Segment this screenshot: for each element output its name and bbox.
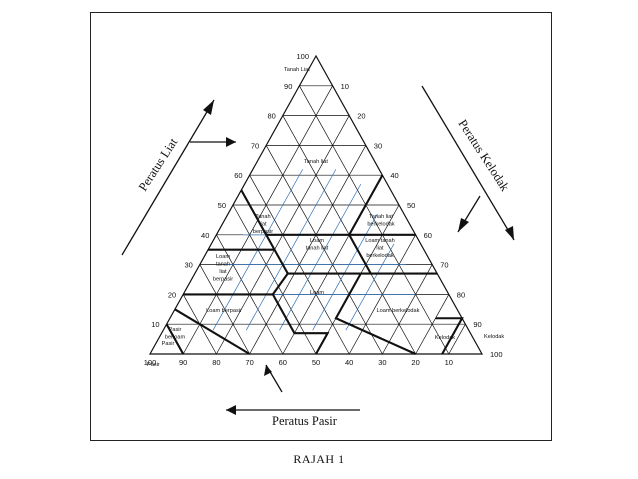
silt-tick-label: 100 bbox=[490, 350, 503, 359]
clay-tick-label: 70 bbox=[251, 141, 259, 150]
clay-pointer-arrowhead bbox=[226, 137, 236, 147]
class-label-sandy-clay-loam: berpasir bbox=[213, 277, 233, 283]
silt-tick-label: 30 bbox=[374, 141, 382, 150]
class-label-silt: Kelodak bbox=[435, 335, 455, 341]
silt-tick-label: 70 bbox=[440, 261, 448, 270]
corner-label-silt: Kelodak bbox=[484, 334, 504, 340]
clay-tick-label: 50 bbox=[218, 201, 226, 210]
clay-tick-label: 20 bbox=[168, 290, 176, 299]
silt-tick-label: 80 bbox=[457, 290, 465, 299]
axis-label-sand: Peratus Pasir bbox=[272, 414, 338, 428]
boundary-sand bbox=[165, 323, 185, 355]
class-label-sandy-clay-loam: Loam bbox=[216, 254, 230, 260]
class-label-loamy-sand: Pasir bbox=[169, 327, 182, 333]
class-label-clay-loam: Loam bbox=[310, 238, 324, 244]
class-label-clay-loam: tanah liat bbox=[306, 246, 329, 252]
class-label-silty-clay: Tanah liat bbox=[369, 214, 393, 220]
sand-tick-label: 30 bbox=[378, 358, 386, 367]
class-label-silt-loam: Loam berkelodak bbox=[377, 308, 420, 314]
class-label-loam: Loam bbox=[310, 290, 324, 296]
guide-line bbox=[312, 213, 378, 331]
boundary-loam-upper bbox=[271, 272, 289, 296]
sand-tick-label: 10 bbox=[445, 358, 453, 367]
class-label-clay: Tanah liat bbox=[304, 159, 328, 165]
sand-pointer-arrowhead bbox=[264, 365, 272, 376]
class-label-loamy-sand: berloam bbox=[165, 335, 186, 341]
clay-tick-label: 90 bbox=[284, 82, 292, 91]
sand-tick-label: 90 bbox=[179, 358, 187, 367]
sand-tick-label: 70 bbox=[245, 358, 253, 367]
corner-label-sand: Pasir bbox=[147, 362, 160, 368]
class-label-sandy-clay: berpasir bbox=[253, 229, 273, 235]
class-label-silty-clay-loam: Loam tanah bbox=[365, 238, 395, 244]
boundary-silty-clay bbox=[348, 174, 384, 236]
class-label-sandy-clay-loam: liat bbox=[219, 269, 227, 275]
sand-tick-label: 20 bbox=[411, 358, 419, 367]
silt-axis-arrow bbox=[421, 85, 515, 241]
class-label-silty-clay-loam: berkelodak bbox=[366, 253, 394, 259]
silt-arrowhead bbox=[505, 226, 514, 240]
class-label-sand: Pasir bbox=[162, 341, 175, 347]
clay-tick-label: 80 bbox=[267, 112, 275, 121]
sand-tick-label: 80 bbox=[212, 358, 220, 367]
class-label-silty-clay-loam: liat bbox=[376, 246, 384, 252]
boundary-clay-loam bbox=[265, 234, 373, 275]
class-label-silty-clay: berkelodak bbox=[367, 222, 395, 228]
boundary-loamy-sand bbox=[174, 308, 251, 355]
axis-label-clay: Peratus Liat bbox=[136, 135, 181, 193]
class-label-sandy-loam: Loam berpasir bbox=[206, 308, 242, 314]
boundary-silt-loam bbox=[334, 273, 417, 355]
silt-gridline bbox=[448, 324, 466, 355]
class-label-sandy-clay-loam: tanah bbox=[216, 262, 230, 268]
sand-arrowhead bbox=[226, 405, 236, 415]
silt-gridline bbox=[382, 264, 433, 355]
class-label-sandy-clay: Tanah bbox=[255, 214, 270, 220]
silt-gridline bbox=[249, 145, 367, 355]
figure-frame bbox=[90, 12, 552, 441]
sand-tick-label: 40 bbox=[345, 358, 353, 367]
silt-tick-label: 20 bbox=[357, 112, 365, 121]
corner-label-clay: Tanah Liat bbox=[284, 67, 310, 73]
clay-tick-label: 10 bbox=[151, 320, 159, 329]
texture-class-boundaries bbox=[165, 174, 464, 355]
sand-tick-label: 60 bbox=[279, 358, 287, 367]
clay-tick-label: 40 bbox=[201, 231, 209, 240]
sand-tick-label: 50 bbox=[312, 358, 320, 367]
clay-arrowhead bbox=[203, 100, 214, 115]
clay-tick-label: 30 bbox=[184, 261, 192, 270]
boundary-sandy-clay-loam bbox=[183, 293, 330, 355]
silt-tick-label: 60 bbox=[424, 231, 432, 240]
silt-pointer-arrowhead bbox=[458, 218, 469, 232]
silt-tick-label: 10 bbox=[341, 82, 349, 91]
silt-gridline bbox=[415, 294, 450, 355]
clay-tick-label: 60 bbox=[234, 171, 242, 180]
boundary-silt bbox=[435, 317, 464, 355]
guide-line bbox=[279, 183, 362, 331]
tick-labels: 10 20 30 40 50 60 70 80 90 100 10 20 30 40 50 60 70 80 90 1… bbox=[144, 52, 503, 367]
clay-axis-arrow bbox=[121, 99, 215, 256]
class-label-sandy-clay: liat bbox=[259, 222, 267, 228]
guide-line bbox=[345, 243, 395, 331]
guide-line bbox=[245, 169, 337, 331]
figure-caption: RAJAH 1 bbox=[293, 452, 345, 466]
silt-tick-label: 40 bbox=[390, 171, 398, 180]
silt-tick-label: 90 bbox=[473, 320, 481, 329]
silt-tick-label: 50 bbox=[407, 201, 415, 210]
sand-tick-label: 100 bbox=[144, 358, 157, 367]
clay-tick-label: 100 bbox=[296, 52, 309, 61]
